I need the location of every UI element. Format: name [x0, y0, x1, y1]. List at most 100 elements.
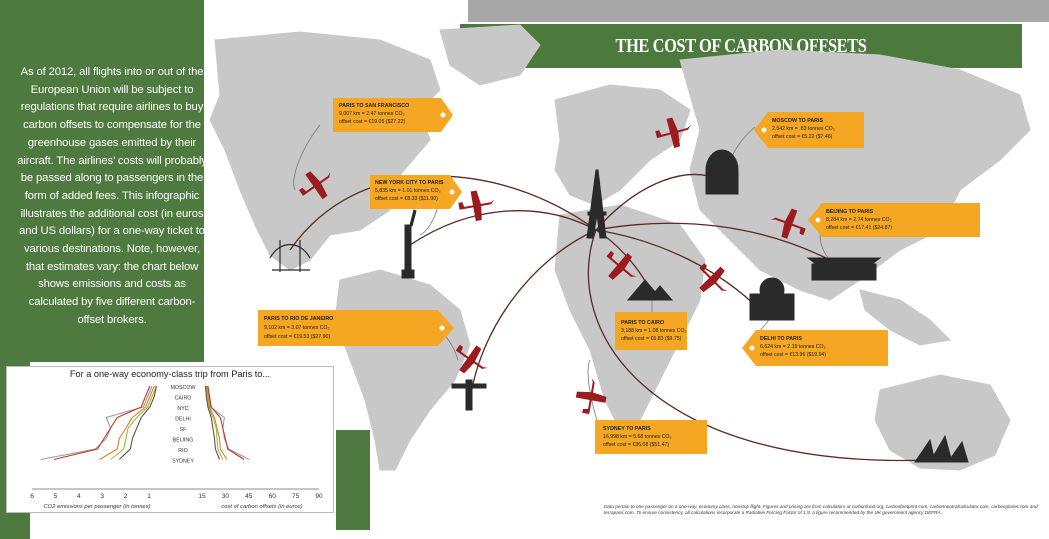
left-tick-label: 3 [100, 493, 104, 500]
tag-moscow: MOSCOW TO PARIS 2,542 km = .83 tonnes CO… [754, 112, 864, 148]
left-tick-label: 6 [30, 493, 34, 500]
svg-text:PARIS TO SAN FRANCISCO: PARIS TO SAN FRANCISCO [339, 103, 409, 109]
southeast-asia [859, 289, 952, 346]
series-line-cost [204, 385, 224, 460]
intro-text: As of 2012, all flights into or out of t… [17, 66, 207, 326]
tag-delhi: DELHI TO PARIS 6,624 km = 2.19 tonnes CO… [742, 330, 888, 366]
svg-text:offset cost = €13.96 ($19.94): offset cost = €13.96 ($19.94) [760, 352, 826, 358]
series-line-cost [205, 385, 228, 460]
right-tick-label: 90 [315, 493, 323, 500]
series-line-cost [204, 385, 221, 460]
pyramids-icon [626, 279, 674, 301]
svg-text:3,188 km = 1.08 tonnes CO₂: 3,188 km = 1.08 tonnes CO₂ [621, 328, 687, 334]
chart-green-accent [336, 430, 370, 530]
kremlin-icon [705, 149, 739, 195]
svg-text:offset cost = €36.08 ($51.47): offset cost = €36.08 ($51.47) [603, 442, 669, 448]
tag-beijing: BEIJING TO PARIS 8,284 km = 2.74 tonnes … [808, 203, 980, 237]
asia [679, 49, 1031, 301]
tag-sf: PARIS TO SAN FRANCISCO 9,007 km = 2.47 t… [333, 98, 453, 132]
right-tick-label: 15 [198, 493, 206, 500]
svg-text:16,998 km = 5.68 tonnes CO₂: 16,998 km = 5.68 tonnes CO₂ [603, 434, 671, 440]
plane-icon [699, 263, 728, 293]
series-line-emissions [110, 385, 157, 460]
svg-text:MOSCOW TO PARIS: MOSCOW TO PARIS [772, 118, 823, 124]
svg-text:9,007 km = 2.47 tonnes CO₂: 9,007 km = 2.47 tonnes CO₂ [339, 111, 405, 117]
right-tick-label: 60 [269, 493, 277, 500]
svg-text:offset cost = €6.83 ($9.75): offset cost = €6.83 ($9.75) [621, 336, 682, 342]
svg-text:DELHI TO PARIS: DELHI TO PARIS [760, 336, 802, 342]
svg-text:offset cost = €19.53 ($27.90): offset cost = €19.53 ($27.90) [264, 334, 330, 340]
svg-text:5,835 km = 1.01 tonnes CO₂: 5,835 km = 1.01 tonnes CO₂ [375, 188, 441, 194]
europe [554, 84, 691, 206]
plane-icon [770, 208, 806, 239]
svg-text:8,284 km = 2.74 tonnes CO₂: 8,284 km = 2.74 tonnes CO₂ [826, 217, 892, 223]
svg-text:BEIJING TO PARIS: BEIJING TO PARIS [826, 209, 874, 215]
route-sydney [587, 229, 931, 462]
north-america [209, 31, 441, 271]
forbidden-city-icon [806, 257, 882, 281]
category-label: RIO [178, 448, 187, 454]
tag-rio: PARIS TO RIO DE JANEIRO 9,102 km = 3.07 … [258, 310, 454, 346]
route-rio [469, 229, 597, 401]
planes [299, 117, 806, 415]
footnote: Data pertain to one passenger on a one-w… [604, 504, 1038, 516]
title-gray-bar [468, 0, 1049, 22]
series-line-emissions [40, 385, 153, 461]
chart-title: For a one-way economy-class trip from Pa… [69, 369, 271, 379]
tag-nyc: NEW YORK CITY TO PARIS 5,835 km = 1.01 t… [370, 175, 462, 209]
category-label: BEIJING [173, 438, 194, 444]
plane-icon [655, 117, 691, 148]
taj-mahal-icon [749, 277, 795, 321]
svg-text:SYDNEY TO PARIS: SYDNEY TO PARIS [603, 426, 651, 432]
right-axis-label: cost of carbon offsets (in euros) [221, 504, 302, 510]
australia [874, 374, 1011, 471]
series-line-cost [206, 385, 250, 460]
category-label: MOSCOW [170, 385, 195, 391]
eiffel-tower-icon [586, 169, 607, 239]
emissions-chart: For a one-way economy-class trip from Pa… [6, 366, 334, 513]
route-nyc [409, 210, 597, 246]
svg-text:9,102 km = 3.07 tonnes CO₂: 9,102 km = 3.07 tonnes CO₂ [264, 325, 330, 331]
plane-icon [606, 250, 637, 280]
svg-text:offset cost = €8.33 ($11.90): offset cost = €8.33 ($11.90) [375, 196, 438, 202]
svg-text:6,624 km = 2.19 tonnes CO₂: 6,624 km = 2.19 tonnes CO₂ [760, 344, 826, 350]
statue-of-liberty-icon [401, 209, 417, 279]
left-tick-label: 2 [124, 493, 128, 500]
plane-icon [299, 171, 331, 200]
plane-icon [575, 377, 607, 415]
left-tick-label: 5 [54, 493, 58, 500]
series-line-emissions [118, 385, 157, 460]
category-label: CAIRO [175, 396, 192, 402]
tag-sydney: SYDNEY TO PARIS 16,998 km = 5.68 tonnes … [595, 420, 707, 454]
svg-text:PARIS TO RIO DE JANEIRO: PARIS TO RIO DE JANEIRO [264, 316, 333, 322]
left-tick-label: 4 [77, 493, 81, 500]
svg-text:PARIS TO CAIRO: PARIS TO CAIRO [621, 320, 664, 326]
tag-cairo: PARIS TO CAIRO 3,188 km = 1.08 tonnes CO… [615, 312, 687, 350]
south-america [334, 269, 471, 471]
right-tick-label: 75 [292, 493, 300, 500]
category-label: NYC [177, 406, 188, 412]
right-tick-label: 30 [222, 493, 230, 500]
route-delhi [595, 229, 761, 311]
svg-text:offset cost = €19.05 ($27.22): offset cost = €19.05 ($27.22) [339, 119, 405, 125]
category-label: SYDNEY [172, 459, 194, 465]
landmarks [269, 149, 969, 463]
svg-text:offset cost = €5.22 ($7.46): offset cost = €5.22 ($7.46) [772, 134, 833, 140]
plane-icon [455, 344, 488, 374]
left-tick-label: 1 [147, 493, 151, 500]
series-line-cost [207, 385, 245, 460]
category-label: SF [180, 427, 188, 433]
svg-text:offset cost = €17.41 ($24.87): offset cost = €17.41 ($24.87) [826, 225, 892, 231]
left-axis-label: CO2 emissions per passenger (in tonnes) [44, 504, 151, 510]
left-green-panel [0, 0, 204, 362]
route-beijing [595, 222, 831, 261]
christ-redeemer-icon [451, 379, 487, 411]
golden-gate-icon [269, 240, 311, 272]
series-line-emissions [99, 385, 155, 460]
series-line-emissions [53, 385, 151, 461]
sydney-opera-icon [914, 434, 969, 463]
greenland [439, 24, 541, 86]
price-tags: PARIS TO SAN FRANCISCO 9,007 km = 2.47 t… [258, 98, 980, 454]
